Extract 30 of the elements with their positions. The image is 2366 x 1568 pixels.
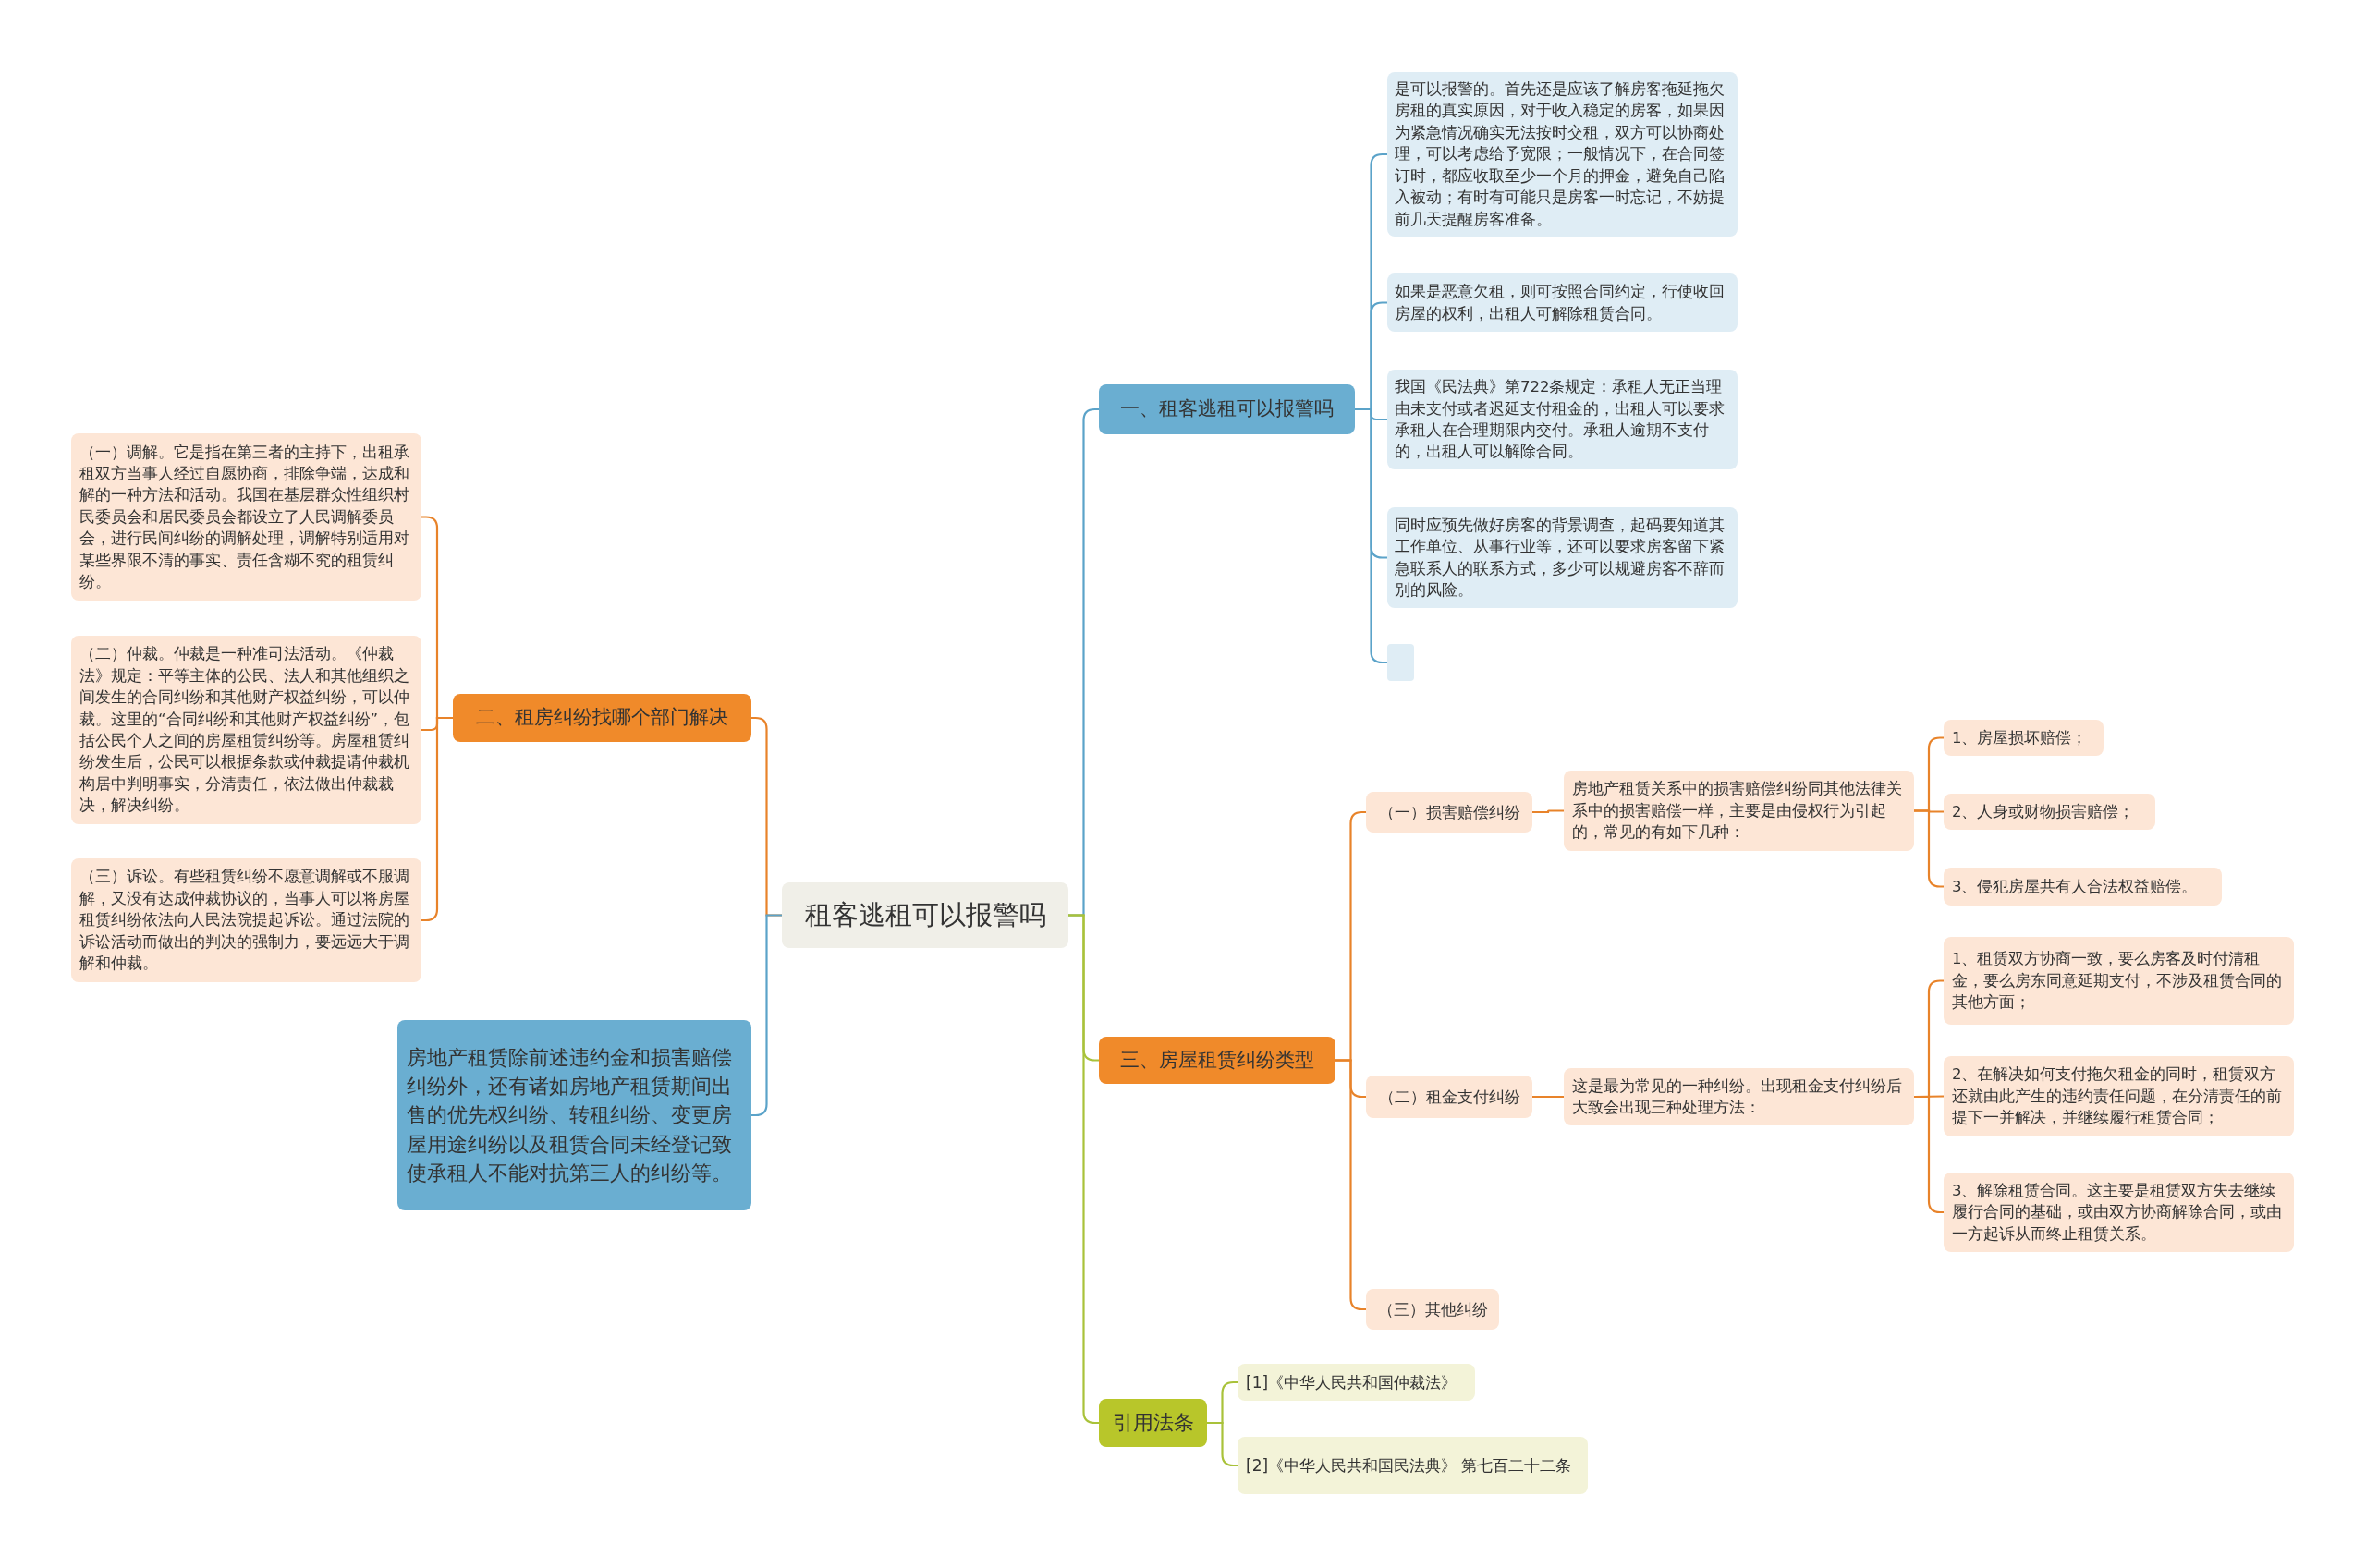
text-box: 这是最为常见的一种纠纷。出现租金支付纠纷后大致会出现三种处理方法： [1564,1068,1914,1125]
text-box: 2、人身或财物损害赔偿； [1944,794,2155,830]
text-box: [1]《中华人民共和国仲裁法》 [1238,1364,1475,1401]
text-box: 是可以报警的。首先还是应该了解房客拖延拖欠房租的真实原因，对于收入稳定的房客，如果因为紧急情况确实无法按时交租，双方可以协商处理，可以考虑给予宽限；一般情况下，在合同签订时，都应收取至少一个月的押金，避免自己陷入被动；有时有可能只是房客一时忘记，不妨提前几天提醒房客准备。 [1387,72,1738,237]
text-box: 房地产租赁除前述违约金和损害赔偿纠纷外，还有诸如房地产租赁期间出售的优先权纠纷、转租纠纷、变更房屋用途纠纷以及租赁合同未经登记致使承租人不能对抗第三人的纠纷等。 [397,1020,751,1210]
branch-topic-box: 二、租房纠纷找哪个部门解决 [453,694,751,742]
central-topic-box: 租客逃租可以报警吗 [782,882,1068,948]
text-box: 我国《民法典》第722条规定：承租人无正当理由未支付或者迟延支付租金的，出租人可以要求承租人在合理期限内交付。承租人逾期不支付的，出租人可以解除合同。 [1387,370,1738,469]
subtopic-box: （三）其他纠纷 [1366,1289,1499,1330]
text-box: 3、侵犯房屋共有人合法权益赔偿。 [1944,868,2222,906]
connector-line [1532,809,1564,814]
text-box: 1、租赁双方协商一致，要么房客及时付清租金，要么房东同意延期支付，不涉及租赁合同的其他方面； [1944,937,2294,1025]
branch-topic-box: 引用法条 [1099,1399,1207,1447]
branch-topic-box: 一、租客逃租可以报警吗 [1099,384,1355,434]
text-box: 如果是恶意欠租，则可按照合同约定，行使收回房屋的权利，出租人可解除租赁合同。 [1387,273,1738,332]
subtopic-box: （一）损害赔偿纠纷 [1366,792,1532,833]
connector-line [1532,1095,1564,1099]
text-box: [2]《中华人民共和国民法典》 第七百二十二条 [1238,1437,1588,1494]
text-box: （一）调解。它是指在第三者的主持下，出租承租双方当事人经过自愿协商，排除争端，达成和解的一种方法和活动。我国在基层群众性组织村民委员会和居民委员会都设立了人民调解委员会，进行民间纠纷的调解处理，调解特别适用对某些界限不清的事实、责任含糊不究的租赁纠纷。 [71,433,421,601]
text-box: 同时应预先做好房客的背景调查，起码要知道其工作单位、从事行业等，还可以要求房客留下紧急联系人的联系方式，多少可以规避房客不辞而别的风险。 [1387,507,1738,608]
subtopic-box: （二）租金支付纠纷 [1366,1076,1532,1118]
branch-topic-box: 三、房屋租赁纠纷类型 [1099,1037,1335,1084]
text-box: 3、解除租赁合同。这主要是租赁双方失去继续履行合同的基础，或由双方协商解除合同，或由一方起诉从而终止租赁关系。 [1944,1173,2294,1252]
text-box: 1、房屋损坏赔偿； [1944,720,2104,756]
text-box: （二）仲裁。仲裁是一种准司法活动。《仲裁法》规定：平等主体的公民、法人和其他组织之间发生的合同纠纷和其他财产权益纠纷，可以仲裁。这里的“合同纠纷和其他财产权益纠纷”，包括公民个人之间的房屋租赁纠纷等。房屋租赁纠纷发生后，公民可以根据条款或仲裁提请仲裁机构居中判明事实，分清责任，依法做出仲裁裁决，解决纠纷。 [71,636,421,824]
text-box: 2、在解决如何支付拖欠租金的同时，租赁双方还就由此产生的违约责任问题，在分清责任的前提下一并解决，并继续履行租赁合同； [1944,1056,2294,1136]
connector-line [1207,1421,1238,1467]
text-box: 房地产租赁关系中的损害赔偿纠纷同其他法律关系中的损害赔偿一样，主要是由侵权行为引起的，常见的有如下几种： [1564,771,1914,851]
empty-box [1387,644,1414,681]
text-box: （三）诉讼。有些租赁纠纷不愿意调解或不服调解，又没有达成仲裁协议的，当事人可以将房屋租赁纠纷依法向人民法院提起诉讼。通过法院的诉讼活动而做出的判决的强制力，要远远大于调解和仲裁。 [71,858,421,982]
